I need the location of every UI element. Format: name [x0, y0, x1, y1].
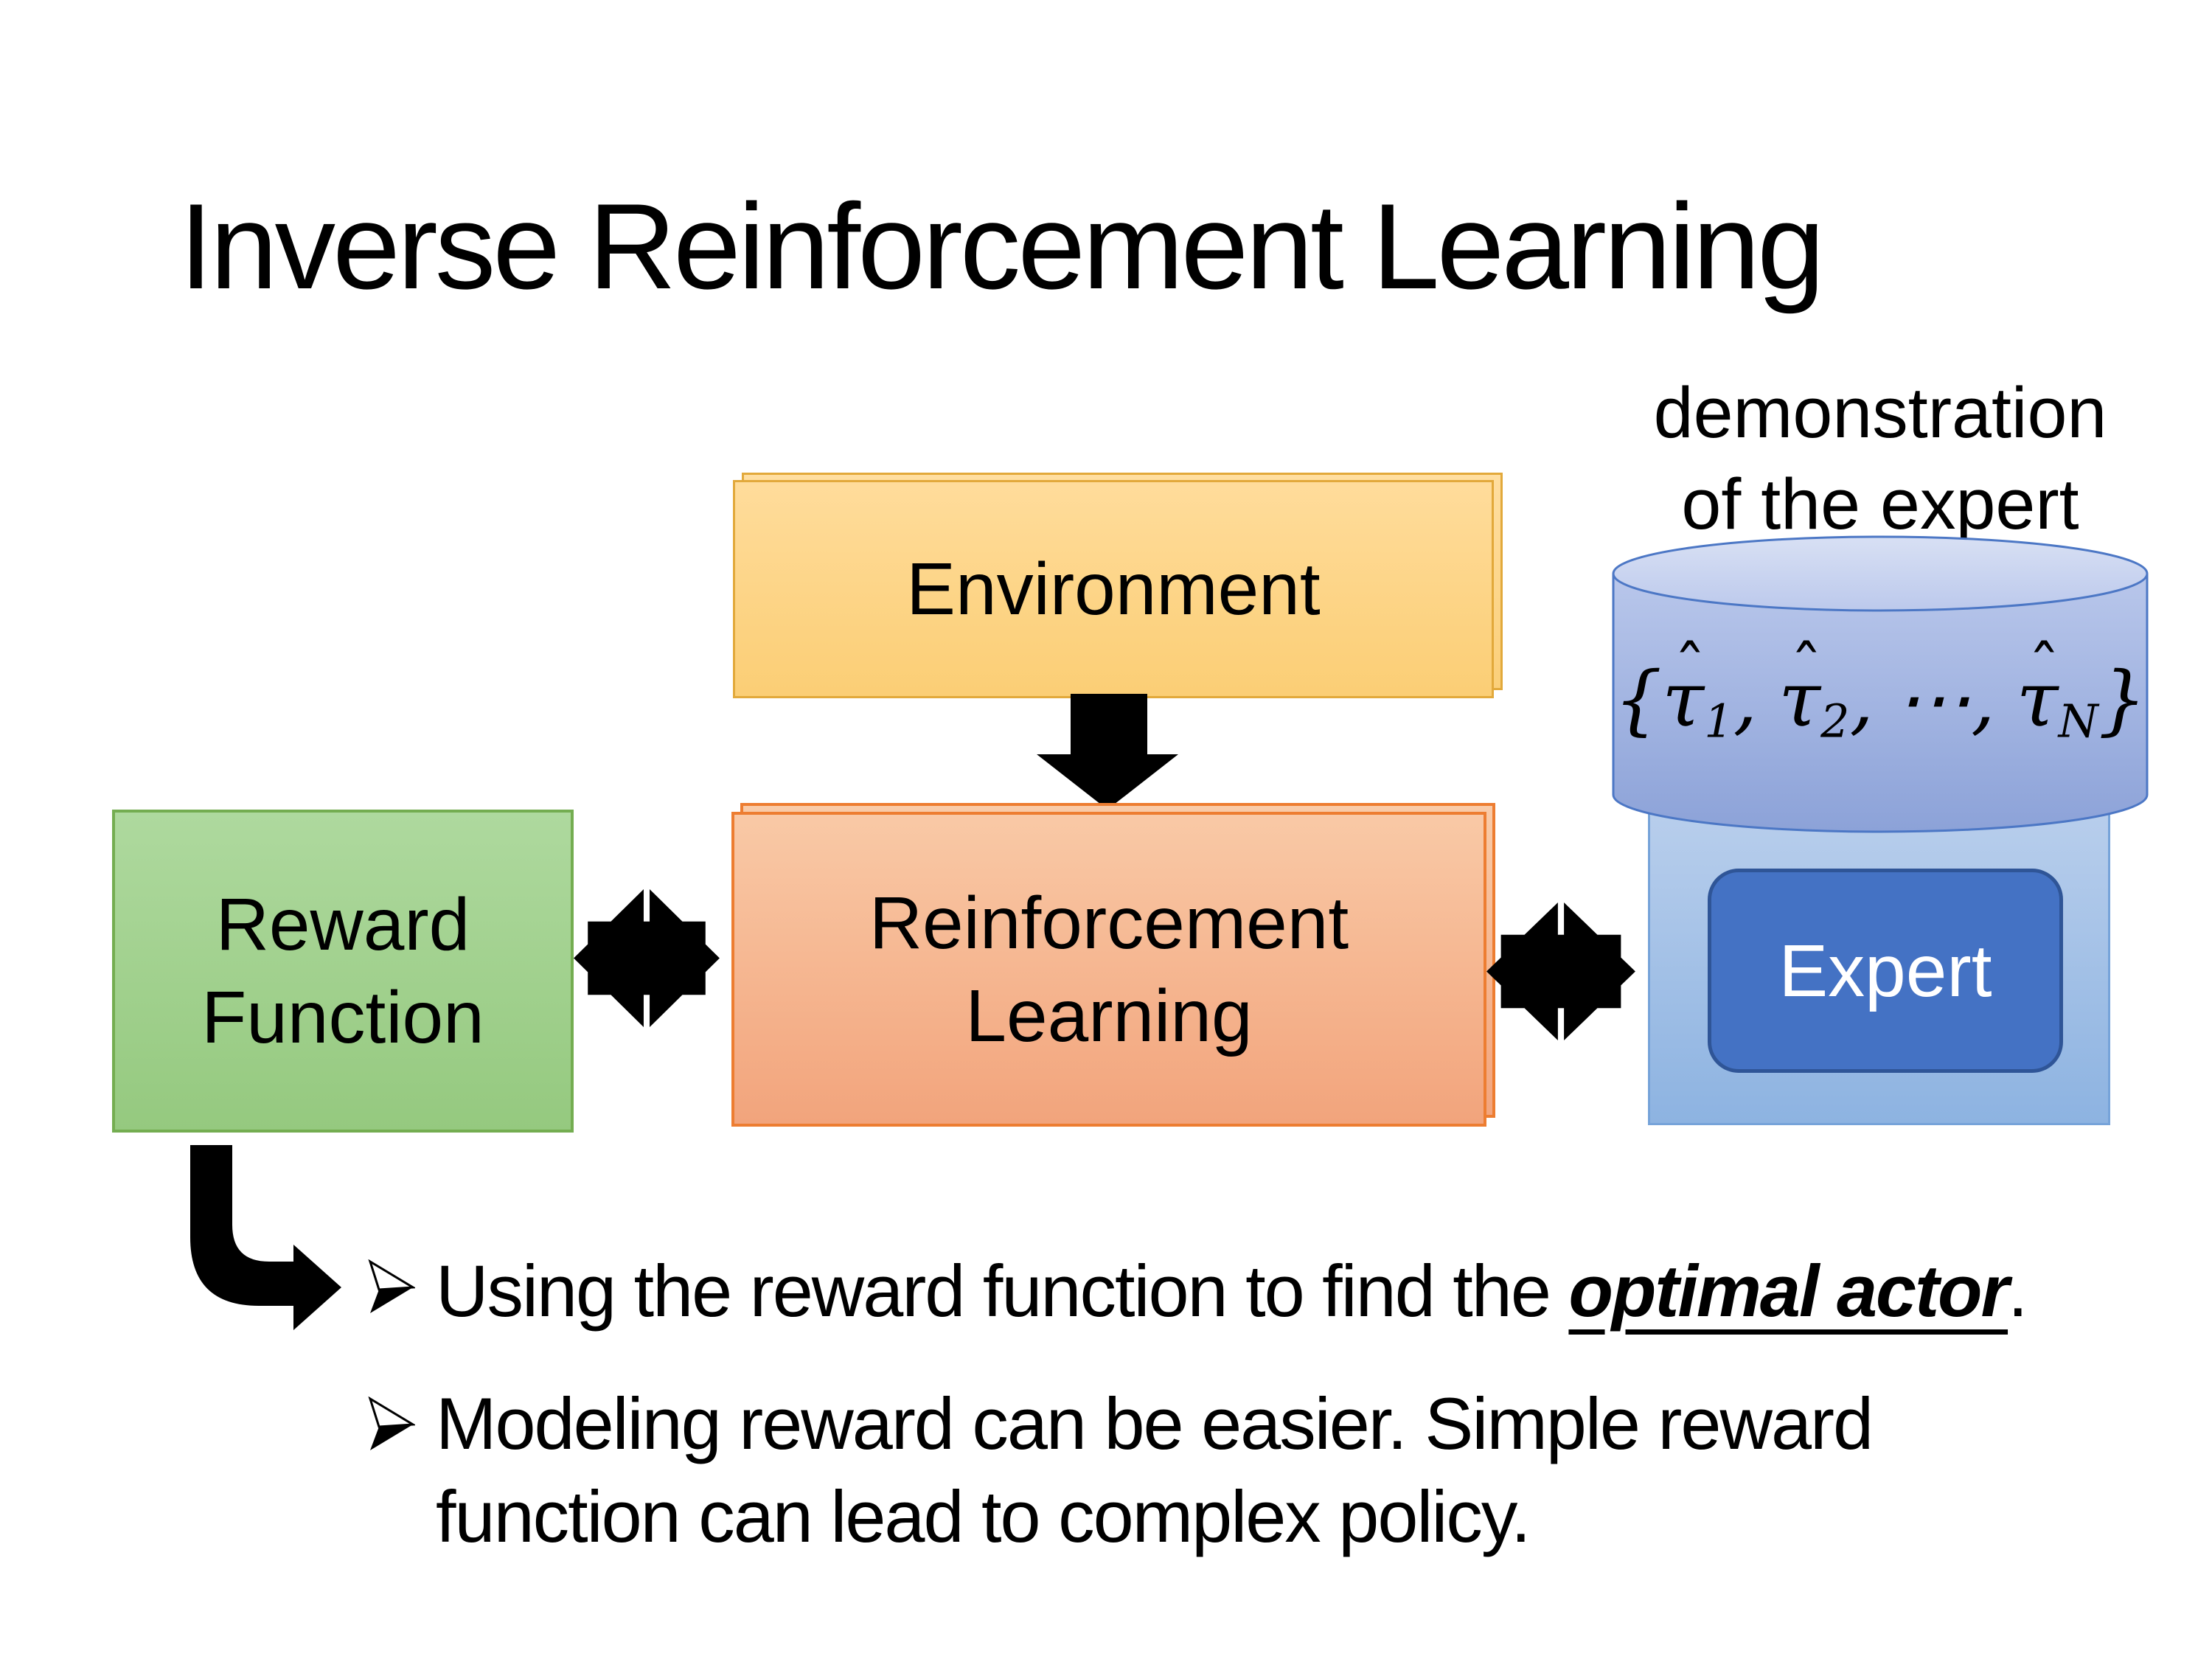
demonstration-label-line2: of the expert [1681, 464, 2079, 544]
database-cylinder-icon [1612, 535, 2149, 833]
formula-comma: , [1849, 655, 1874, 744]
page-title: Inverse Reinforcement Learning [179, 178, 1825, 314]
reinforcement-learning-label: Reinforcement Learning [869, 877, 1349, 1062]
environment-label: Environment [906, 548, 1321, 630]
reward-function-label: Reward Function [201, 878, 484, 1064]
tau-1-subscript: 1 [1704, 695, 1733, 748]
bullet1-emphasis: optimal actor [1568, 1250, 2009, 1332]
expert-box: Expert [1708, 869, 2063, 1073]
bullet1-post: . [2008, 1250, 2028, 1332]
environment-box: Environment [733, 480, 1494, 698]
tau-2-subscript: 2 [1820, 695, 1850, 748]
demonstration-label: demonstration of the expert [1585, 367, 2175, 550]
arrowhead-bullet-icon [368, 1259, 415, 1313]
tau-N-subscript: N [2058, 695, 2098, 748]
expert-label: Expert [1778, 929, 1992, 1012]
bullet-item-1: Using the reward function to find the op… [368, 1245, 2028, 1338]
reinforcement-learning-box: Reinforcement Learning [731, 812, 1486, 1127]
bullet2-line2: function can lead to complex policy. [436, 1475, 1531, 1557]
formula-comma: , [1733, 655, 1758, 744]
demonstration-label-line1: demonstration [1653, 372, 2107, 453]
bullet-item-2: Modeling reward can be easier. Simple re… [368, 1377, 1874, 1563]
reward-function-label-line2: Function [201, 976, 484, 1059]
arrowhead-bullet-icon [368, 1397, 415, 1450]
down-arrow-icon [1037, 694, 1178, 810]
double-arrow-right-icon [1486, 902, 1635, 1041]
bullet2-line1: Modeling reward can be easier. Simple re… [436, 1382, 1874, 1464]
reward-function-box: Reward Function [112, 810, 574, 1133]
bullet2-text: Modeling reward can be easier. Simple re… [436, 1377, 1874, 1563]
formula-close-brace: } [2098, 655, 2147, 744]
formula-comma: , [1971, 655, 1995, 744]
bullet1-pre: Using the reward function to find the [436, 1250, 1569, 1332]
double-arrow-left-icon [574, 888, 720, 1028]
reward-function-label-line1: Reward [215, 883, 470, 966]
reinforcement-learning-label-line1: Reinforcement [869, 881, 1349, 964]
reinforcement-learning-label-line2: Learning [965, 974, 1253, 1057]
bent-arrow-icon [190, 1145, 341, 1330]
formula-dots: ⋯ [1895, 655, 1972, 744]
bullet1-text: Using the reward function to find the op… [436, 1245, 2028, 1338]
formula-open-brace: { [1613, 655, 1663, 744]
